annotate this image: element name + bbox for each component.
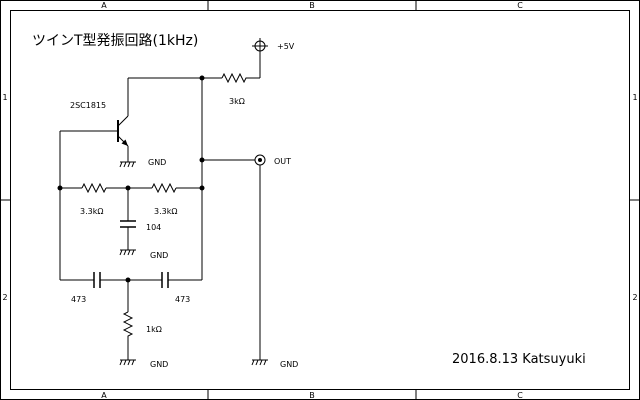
- signature: 2016.8.13 Katsuyuki: [452, 352, 586, 367]
- ground-label-mid: GND: [150, 251, 168, 260]
- resistor-3k3-right-label: 3.3kΩ: [154, 207, 177, 216]
- ground-icon-mid: [119, 249, 136, 256]
- ground-label-emitter: GND: [148, 158, 166, 167]
- capacitor-473-left-label: 473: [71, 295, 86, 304]
- capacitor-473-right-label: 473: [175, 295, 190, 304]
- frame-col-top-b: B: [309, 1, 315, 10]
- ground-label-output: GND: [280, 360, 298, 369]
- resistor-3k-symbol: [221, 72, 248, 84]
- resistor-3k3-left-symbol: [81, 182, 107, 194]
- supply-terminal-icon: [252, 38, 268, 54]
- resistor-3k3-right-symbol: [151, 182, 177, 194]
- capacitor-473-left-symbol: [93, 272, 101, 288]
- diagram-title: ツインT型発振回路(1kHz): [32, 33, 198, 49]
- frame-row-left-2: 2: [2, 293, 7, 302]
- resistor-1k-symbol: [122, 311, 134, 340]
- frame-row-right-2: 2: [632, 293, 637, 302]
- transistor-symbol: [117, 115, 129, 147]
- wires: [59, 52, 261, 360]
- output-terminal-icon: [254, 154, 266, 166]
- resistor-1k-label: 1kΩ: [146, 325, 162, 334]
- frame-col-bottom-c: C: [517, 391, 523, 400]
- supply-label: +5V: [277, 42, 295, 51]
- ground-icon-emitter: [119, 161, 136, 168]
- ground-icon-bottom: [119, 359, 136, 366]
- capacitor-473-right-symbol: [161, 272, 169, 288]
- frame-col-top-a: A: [101, 1, 107, 10]
- frame-col-bottom-a: A: [101, 391, 107, 400]
- ground-label-bottom: GND: [150, 360, 168, 369]
- capacitor-104-label: 104: [146, 223, 161, 232]
- output-label: OUT: [274, 157, 291, 166]
- frame-row-right-1: 1: [632, 93, 637, 102]
- resistor-3k-label: 3kΩ: [229, 97, 245, 106]
- frame-row-left-1: 1: [2, 93, 7, 102]
- frame-col-bottom-b: B: [309, 391, 315, 400]
- capacitor-104-symbol: [120, 220, 136, 228]
- junction-dots: [57, 75, 205, 283]
- ground-icon-output: [251, 359, 268, 366]
- frame-col-top-c: C: [517, 1, 523, 10]
- resistor-3k3-left-label: 3.3kΩ: [80, 207, 103, 216]
- transistor-label: 2SC1815: [70, 101, 106, 110]
